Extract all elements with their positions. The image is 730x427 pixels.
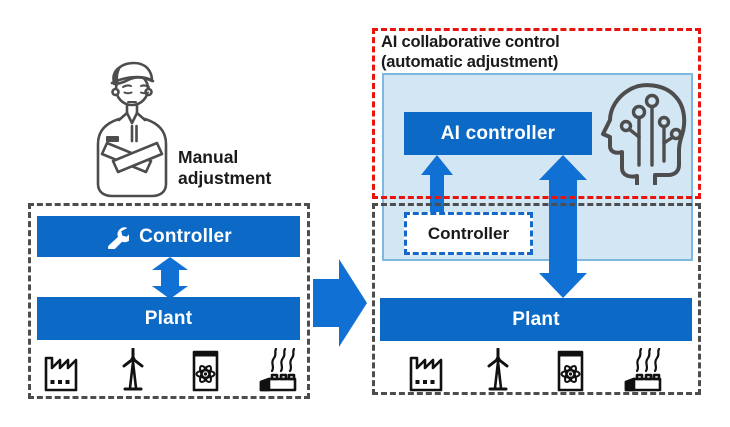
worker-person-icon [88, 56, 176, 198]
ai-system-frame [372, 203, 701, 395]
caption-line-2: adjustment [178, 168, 272, 188]
manual-controller-bar: Controller [37, 216, 300, 257]
caption-line-1: Manual [178, 147, 239, 167]
wrench-icon [105, 225, 130, 249]
wind-turbine-icon [479, 348, 517, 392]
factory-icon [41, 348, 81, 392]
right-arrow-icon [313, 259, 367, 347]
manual-plant-bar: Plant [37, 297, 300, 340]
plant-icons-left [41, 348, 299, 392]
wind-turbine-icon [114, 348, 152, 392]
up-arrow-icon [421, 155, 453, 213]
ai-control-frame [372, 28, 701, 199]
legacy-controller-box: Controller [404, 212, 533, 255]
title-line-2: (automatic adjustment) [381, 53, 559, 71]
plant-icons-right [406, 348, 664, 392]
manual-adjustment-caption: Manual adjustment [178, 147, 271, 189]
thermal-plant-icon [622, 348, 664, 392]
ai-controller-label: AI controller [440, 122, 556, 144]
ai-controller-bar: AI controller [404, 112, 592, 155]
factory-icon [406, 348, 446, 392]
ai-head-circuit-icon [598, 79, 690, 190]
thermal-plant-icon [257, 348, 299, 392]
title-line-1: AI collaborative control [381, 33, 560, 51]
plant-label: Plant [512, 308, 560, 330]
controller-label: Controller [139, 225, 232, 247]
ai-section-title: AI collaborative control (automatic adju… [381, 32, 560, 72]
controller-label: Controller [427, 223, 510, 243]
nuclear-plant-icon [551, 348, 589, 392]
nuclear-plant-icon [186, 348, 224, 392]
ai-plant-bar: Plant [380, 298, 692, 341]
up-down-arrow-icon [152, 257, 188, 299]
manual-system-frame [28, 203, 310, 399]
up-down-arrow-tall-icon [539, 155, 587, 298]
plant-label: Plant [144, 307, 193, 329]
